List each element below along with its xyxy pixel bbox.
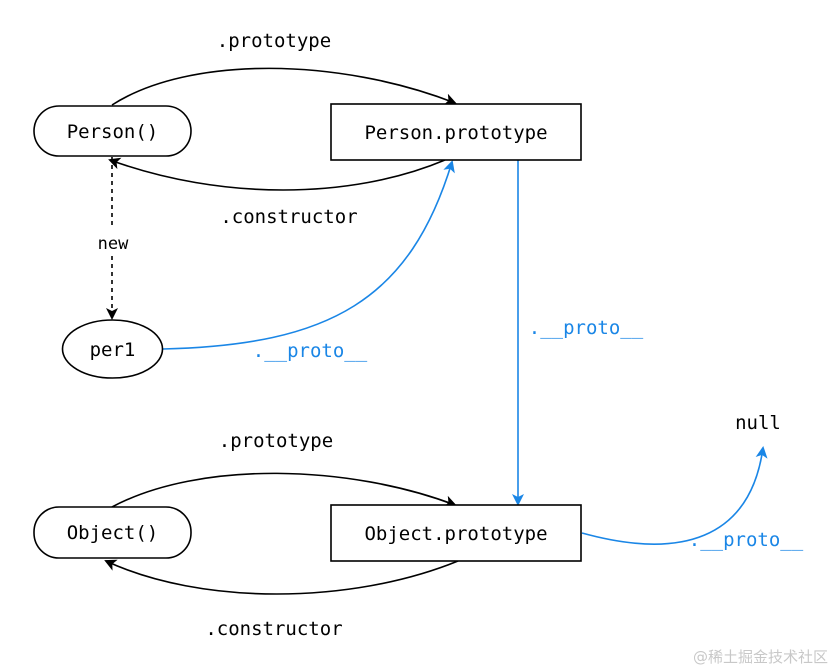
person-prototype-node	[330, 103, 582, 161]
edge-object-constructor	[104, 559, 459, 595]
label-object-prototype: .prototype	[219, 430, 333, 452]
label-object-constructor: .constructor	[205, 618, 342, 640]
object-prototype-label: Object.prototype	[364, 523, 547, 545]
edge-object-proto-proto	[581, 446, 768, 545]
per1-node	[61, 319, 164, 379]
edge-person-prototype	[111, 67, 457, 106]
object-constructor-node	[33, 506, 192, 559]
person-prototype-label: Person.prototype	[364, 122, 547, 144]
object-constructor-label: Object()	[67, 522, 159, 544]
label-person-constructor: .constructor	[220, 206, 357, 228]
person-constructor-label: Person()	[67, 121, 159, 143]
watermark-text: @稀土掘金技术社区	[693, 648, 828, 666]
edge-per1-proto	[162, 160, 455, 350]
label-person-proto-proto: .__proto__	[529, 317, 644, 339]
person-constructor-node	[33, 105, 192, 157]
label-per1-proto: .__proto__	[253, 340, 368, 362]
object-prototype-node	[330, 504, 582, 562]
label-object-proto-proto: .__proto__	[689, 529, 804, 551]
label-new: new	[98, 234, 129, 254]
label-person-prototype: .prototype	[217, 30, 331, 52]
edge-person-constructor	[108, 157, 446, 191]
null-label: null	[735, 412, 781, 434]
per1-label: per1	[90, 339, 136, 361]
edge-object-prototype	[111, 472, 457, 508]
